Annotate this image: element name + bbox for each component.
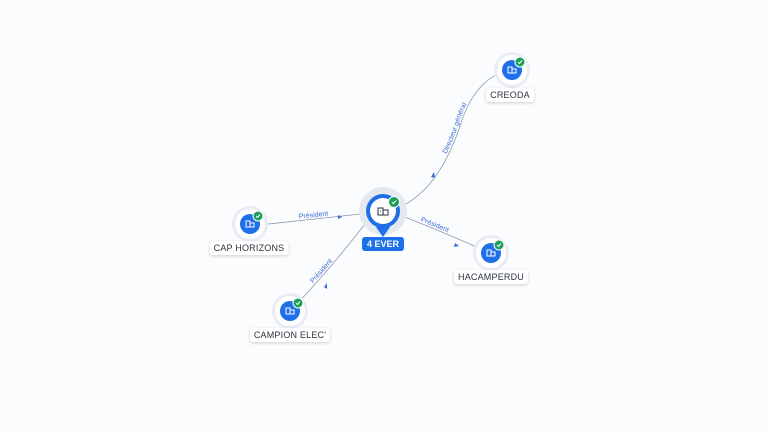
- edge-label-creoda: Directeur général: [442, 101, 469, 155]
- edge-label-hacamperdu: Président: [420, 216, 450, 234]
- node-label-cap-horizons[interactable]: CAP HORIZONS: [209, 241, 289, 255]
- node-label-campion-elec[interactable]: CAMPION ELEC': [249, 328, 331, 342]
- edge-label-cap-horizons: Président: [298, 211, 328, 221]
- edge-arrow: [324, 283, 327, 289]
- verified-check-icon: [493, 239, 505, 251]
- center-node-label[interactable]: 4 EVER: [361, 237, 405, 251]
- verified-check-icon: [514, 56, 526, 68]
- edge-arrow: [431, 172, 435, 178]
- edge-cap-horizons: Président: [249, 211, 371, 227]
- verified-check-icon: [252, 210, 264, 222]
- building-icon: [507, 66, 517, 74]
- node-label-creoda[interactable]: CREODA: [486, 88, 534, 102]
- node-label-hacamperdu[interactable]: HACAMPERDU: [453, 270, 529, 284]
- node-campion-elec[interactable]: [272, 293, 308, 329]
- verified-check-icon: [388, 196, 400, 208]
- svg-text:Président: Président: [420, 216, 450, 234]
- svg-text:Président: Président: [309, 258, 334, 285]
- svg-text:Directeur général: Directeur général: [442, 101, 469, 155]
- node-center[interactable]: [359, 187, 407, 237]
- building-icon: [285, 307, 295, 315]
- building-icon: [377, 207, 389, 216]
- edge-arrow: [454, 243, 459, 247]
- verified-check-icon: [292, 297, 304, 309]
- edge-label-campion-elec: Président: [309, 258, 334, 285]
- pin-pointer: [376, 227, 390, 237]
- edge-arrow: [338, 215, 342, 219]
- building-icon: [245, 220, 255, 228]
- building-icon: [486, 249, 496, 257]
- node-hacamperdu[interactable]: [473, 235, 509, 271]
- svg-text:Président: Président: [298, 211, 328, 221]
- node-creoda[interactable]: [494, 52, 530, 88]
- node-cap-horizons[interactable]: [232, 206, 268, 242]
